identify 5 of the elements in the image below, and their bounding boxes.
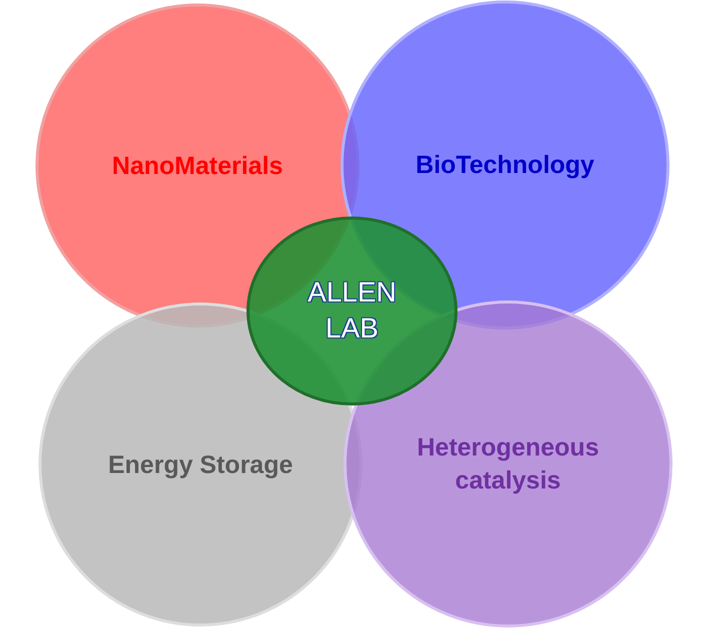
circle-label: Heterogeneous catalysis <box>416 432 600 496</box>
circle-label: BioTechnology <box>414 150 596 181</box>
circle-label: ALLEN LAB <box>306 276 398 346</box>
circle-label: NanoMaterials <box>111 150 284 182</box>
circle-label: Energy Storage <box>107 449 294 480</box>
